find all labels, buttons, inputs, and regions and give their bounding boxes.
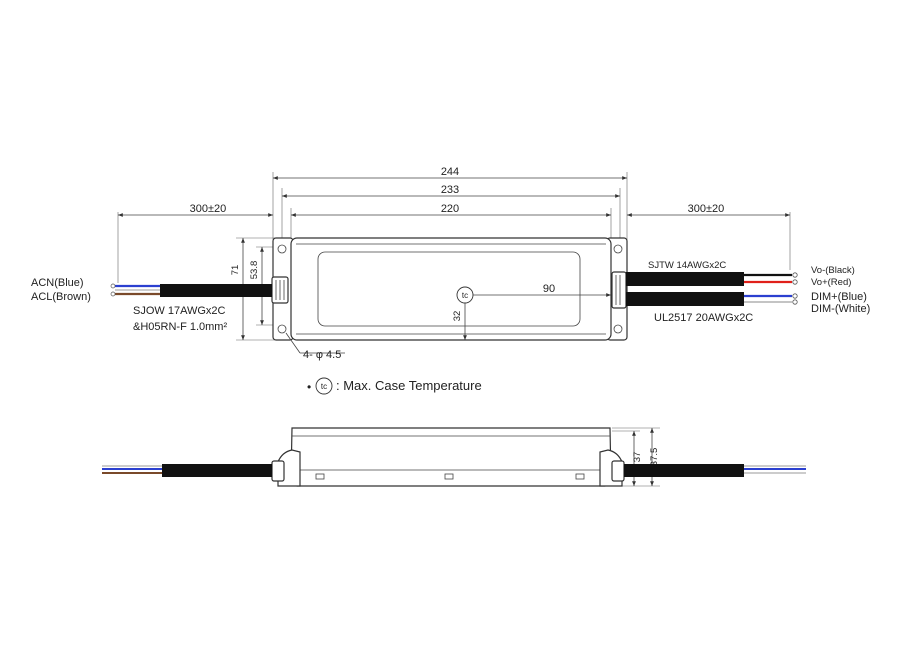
dim-lead-right-label: 300±20 — [688, 203, 725, 215]
mounting-hole — [277, 324, 287, 334]
side-input-gland — [271, 460, 285, 482]
legend-symbol: tc — [321, 382, 327, 391]
wire-end — [110, 283, 116, 289]
dim-case-label: 220 — [441, 203, 459, 215]
dim-tc-x-label: 90 — [543, 283, 555, 295]
tc-point-label: tc — [462, 291, 468, 300]
side-output-gland — [611, 460, 625, 482]
output-cable-top-label: SJTW 14AWGx2C — [648, 260, 726, 271]
legend-text: : Max. Case Temperature — [336, 378, 482, 393]
input-cable-label-1: SJOW 17AWGx2C — [133, 305, 226, 317]
tc-legend: • tc : Max. Case Temperature — [307, 377, 482, 395]
mounting-hole — [277, 244, 287, 254]
hole-callout-label: 4- φ 4.5 — [303, 349, 341, 361]
dim-height-outer-label: 71 — [230, 265, 241, 276]
dim-height-inner-label: 53.8 — [249, 261, 260, 280]
mounting-hole — [613, 324, 623, 334]
wire-end — [110, 291, 116, 297]
legend-bullet: • — [307, 380, 311, 394]
wire-end — [792, 299, 798, 305]
vo-minus-label: Vo-(Black) — [811, 265, 855, 276]
hole-leader — [285, 332, 301, 354]
output-gland — [611, 271, 627, 309]
tc-legend-icon — [315, 377, 333, 395]
dim-minus-label: DIM-(White) — [811, 303, 870, 315]
side-slot — [444, 473, 454, 480]
side-input-cable — [162, 464, 272, 477]
wire-end — [792, 279, 798, 285]
acl-label: ACL(Brown) — [31, 291, 91, 303]
side-view: 37 37.5 — [102, 427, 806, 487]
output-cable-bottom-label: UL2517 20AWGx2C — [654, 312, 753, 324]
side-slot — [315, 473, 325, 480]
output-cable-top — [626, 272, 744, 286]
mounting-hole — [613, 244, 623, 254]
dim-overall-label: 244 — [441, 166, 459, 178]
dim-lead-left-label: 300±20 — [190, 203, 227, 215]
case-body — [290, 237, 612, 341]
input-cable — [160, 284, 272, 297]
dim-side-case-label: 37 — [632, 452, 643, 463]
label-recess — [317, 251, 581, 327]
dim-flange-label: 233 — [441, 184, 459, 196]
output-cable-bottom — [626, 292, 744, 306]
top-view: 244 233 220 300±20 300±20 71 53.8 — [31, 166, 870, 361]
side-slot — [575, 473, 585, 480]
dim-tc-y-label: 32 — [452, 311, 463, 322]
side-case-body — [290, 427, 612, 487]
dim-plus-label: DIM+(Blue) — [811, 291, 867, 303]
wire-end — [792, 293, 798, 299]
vo-plus-label: Vo+(Red) — [811, 277, 851, 288]
input-cable-label-2: &H05RN-F 1.0mm² — [133, 321, 227, 333]
wire-end — [792, 272, 798, 278]
acn-label: ACN(Blue) — [31, 277, 84, 289]
side-output-cable — [624, 464, 744, 477]
dim-side-total-label: 37.5 — [649, 448, 660, 467]
